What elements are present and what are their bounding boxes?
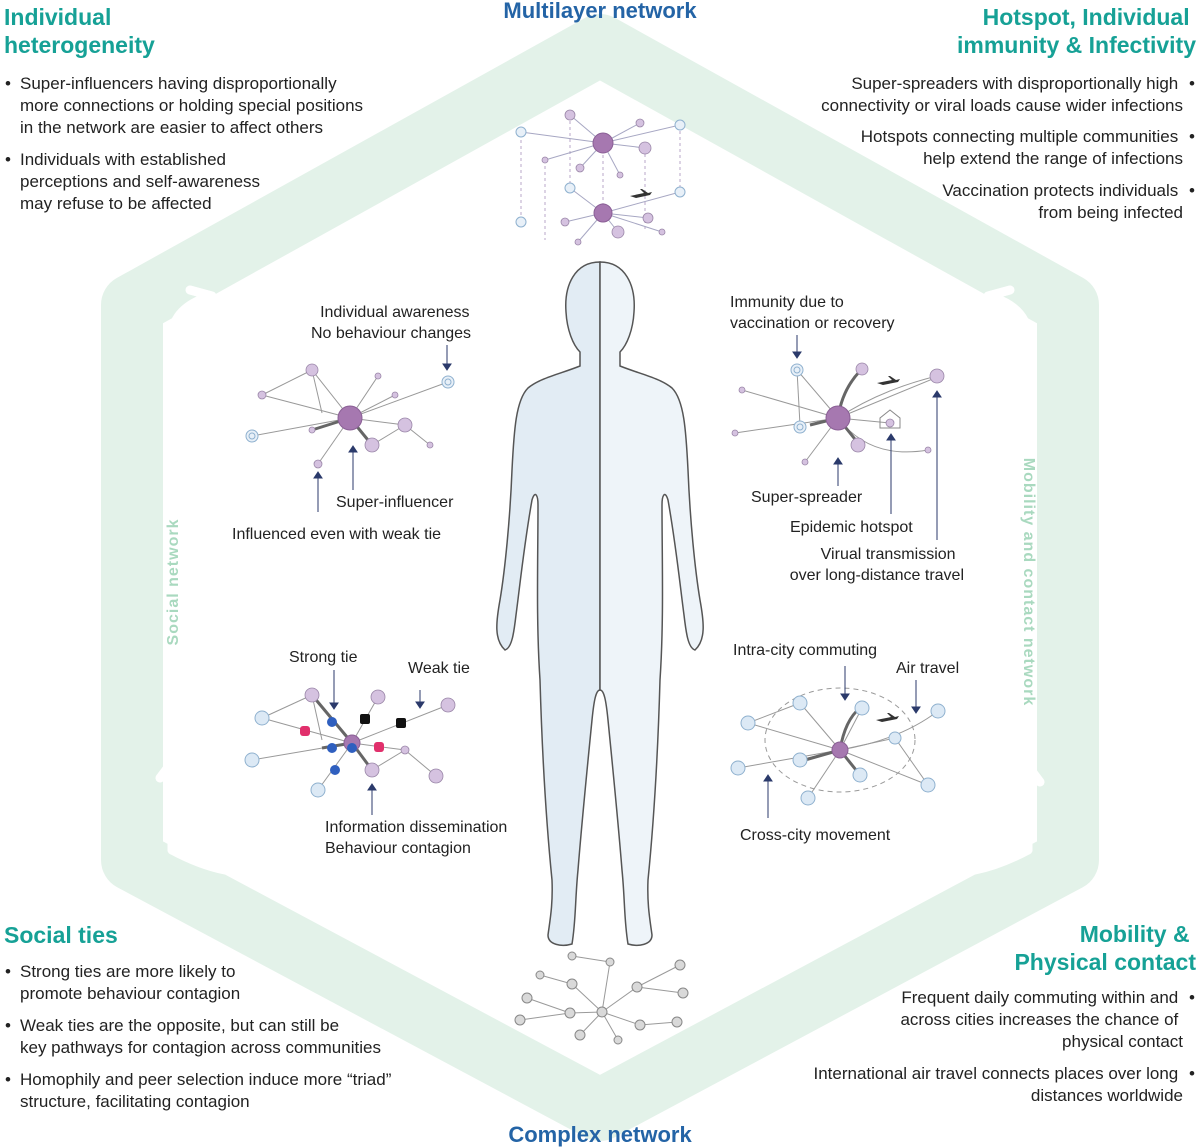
mobility-contact-label: Mobility and contact network xyxy=(1020,458,1037,706)
social-ties-title: Social ties xyxy=(4,922,118,948)
svg-text:•: • xyxy=(5,1070,11,1089)
mobility-bullets: • Frequent daily commuting within and ac… xyxy=(814,988,1196,1105)
svg-text:•: • xyxy=(1189,127,1195,146)
x-icon xyxy=(396,718,406,728)
facebook-icon xyxy=(327,717,357,775)
epidemic-hotspot-annotation: Epidemic hotspot xyxy=(790,519,913,536)
social-network-label: Social network xyxy=(165,519,182,646)
weak-tie-influence-annotation: Influenced even with weak tie xyxy=(232,526,441,543)
cross-city-annotation: Cross-city movement xyxy=(740,827,891,844)
multilayer-network-title: Multilayer network xyxy=(503,0,697,23)
immunity-annotation: Immunity due to vaccination or recovery xyxy=(730,294,895,332)
list-item: Individuals with established perceptions… xyxy=(20,150,265,213)
weak-tie-annotation: Weak tie xyxy=(408,660,470,677)
up-arrow-icon xyxy=(167,285,217,385)
x-icon xyxy=(360,714,370,724)
svg-text:•: • xyxy=(1189,1064,1195,1083)
up-arrow-icon xyxy=(983,285,1033,385)
list-item: Super-spreaders with disproportionally h… xyxy=(821,74,1183,115)
mobility-network xyxy=(730,666,946,818)
super-spreader-annotation: Super-spreader xyxy=(751,489,863,506)
viral-transmission-annotation: Virual transmission over long-distance t… xyxy=(790,546,964,584)
individual-awareness-annotation: Individual awareness No behaviour change… xyxy=(311,304,474,342)
list-item: Homophily and peer selection induce more… xyxy=(20,1070,396,1111)
social-ties-bullets: • Strong ties are more likely to promote… xyxy=(5,962,396,1111)
svg-text:•: • xyxy=(5,74,11,93)
instagram-icon xyxy=(374,742,384,752)
mobility-title: Mobility & Physical contact xyxy=(1014,921,1196,975)
svg-text:•: • xyxy=(1189,988,1195,1007)
individual-heterogeneity-title: Individual heterogeneity xyxy=(4,4,155,58)
svg-text:•: • xyxy=(1189,74,1195,93)
list-item: Frequent daily commuting within and acro… xyxy=(900,988,1183,1051)
list-item: Strong ties are more likely to promote b… xyxy=(20,962,240,1003)
super-influencer-network xyxy=(245,345,455,512)
intra-city-annotation: Intra-city commuting xyxy=(733,642,877,659)
strong-tie-annotation: Strong tie xyxy=(289,649,358,666)
svg-text:•: • xyxy=(5,150,11,169)
air-travel-annotation: Air travel xyxy=(896,660,959,677)
social-ties-network xyxy=(244,670,456,815)
hotspot-bullets: • Super-spreaders with disproportionally… xyxy=(821,74,1195,222)
airplane-icon xyxy=(877,376,900,385)
individual-heterogeneity-bullets: • Super-influencers having disproportion… xyxy=(5,74,368,213)
svg-text:•: • xyxy=(5,962,11,981)
house-icon xyxy=(879,409,901,429)
hexagon-band xyxy=(101,14,1099,1141)
airplane-icon xyxy=(876,713,899,722)
list-item: Hotspots connecting multiple communities… xyxy=(861,127,1183,168)
complex-network-graphic xyxy=(514,951,689,1045)
info-dissemination-annotation: Information dissemination Behaviour cont… xyxy=(325,819,512,857)
super-spreader-network xyxy=(731,335,945,540)
person-silhouette-icon xyxy=(496,261,704,947)
super-influencer-annotation: Super-influencer xyxy=(336,494,454,511)
hotspot-title: Hotspot, Individual immunity & Infectivi… xyxy=(957,4,1196,58)
complex-network-title: Complex network xyxy=(508,1122,692,1147)
up-arrow-icon xyxy=(970,761,1045,875)
list-item: Super-influencers having disproportional… xyxy=(20,74,368,137)
svg-text:•: • xyxy=(5,1016,11,1035)
instagram-icon xyxy=(300,726,310,736)
list-item: Vaccination protects individuals from be… xyxy=(942,181,1183,222)
list-item: Weak ties are the opposite, but can stil… xyxy=(20,1016,381,1057)
airplane-icon xyxy=(630,189,652,198)
list-item: International air travel connects places… xyxy=(814,1064,1184,1105)
svg-text:•: • xyxy=(1189,181,1195,200)
up-arrow-icon xyxy=(155,757,230,875)
multilayer-network-graphic xyxy=(515,109,686,246)
